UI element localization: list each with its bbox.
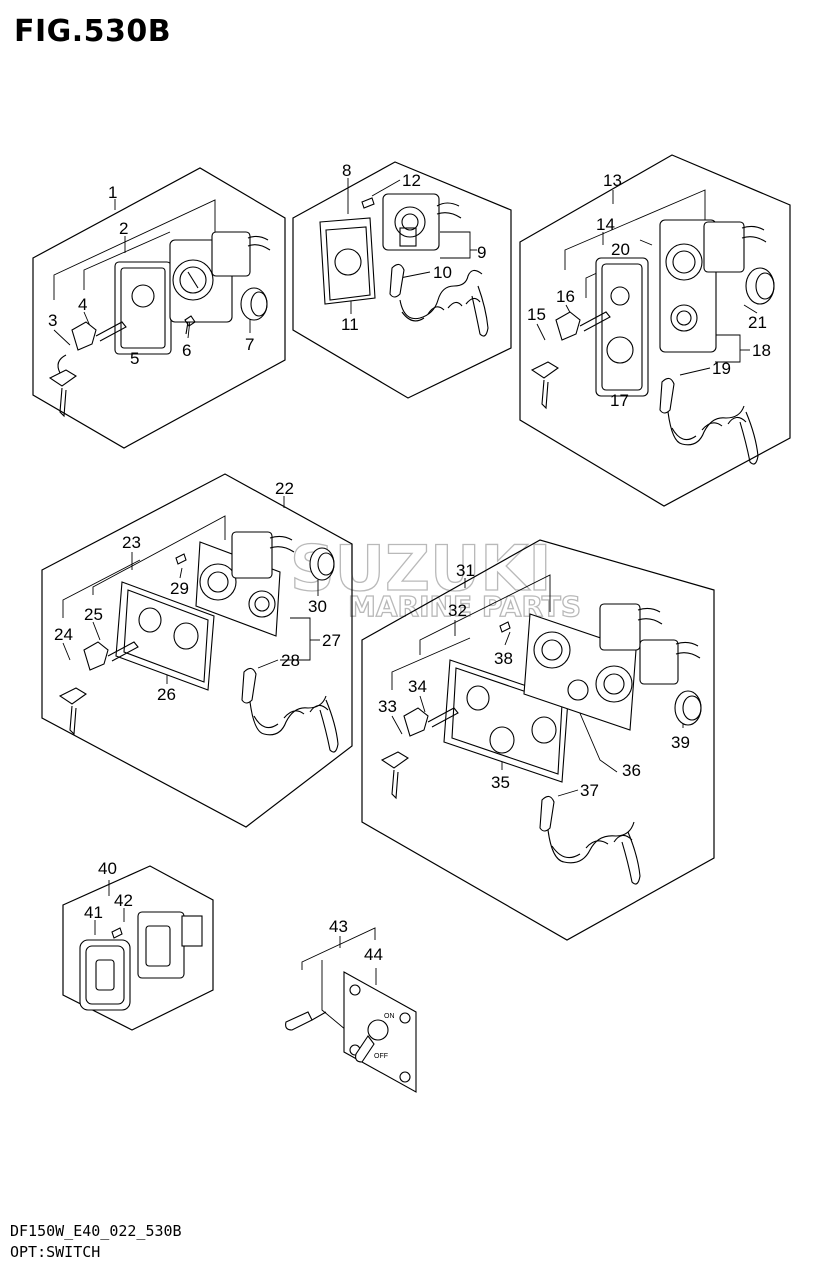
callout-26: 26 <box>157 685 176 704</box>
callout-4: 4 <box>78 295 87 314</box>
diagram-name: OPT:SWITCH <box>10 1243 101 1261</box>
callout-6: 6 <box>182 341 191 360</box>
callout-2: 2 <box>119 219 128 238</box>
callout-36: 36 <box>622 761 641 780</box>
callout-16: 16 <box>556 287 575 306</box>
callout-27: 27 <box>322 631 341 650</box>
callout-9: 9 <box>477 243 486 262</box>
figure-title: FIG.530B <box>14 14 172 49</box>
callout-42: 42 <box>114 891 133 910</box>
callout-5: 5 <box>130 349 139 368</box>
stop-switch-assy-8 <box>319 193 489 337</box>
callout-21: 21 <box>748 313 767 332</box>
switch-on-label: ON <box>384 1013 395 1020</box>
callout-14: 14 <box>596 215 615 234</box>
callout-20: 20 <box>611 240 630 259</box>
group-frame-13 <box>519 154 791 507</box>
callout-7: 7 <box>245 335 254 354</box>
callout-numbers: 1 2 3 4 5 6 7 8 9 10 11 12 13 14 15 16 1… <box>48 161 771 964</box>
callout-39: 39 <box>671 733 690 752</box>
callout-19: 19 <box>712 359 731 378</box>
callout-18: 18 <box>752 341 771 360</box>
switch-off-label: OFF <box>374 1053 388 1060</box>
callout-29: 29 <box>170 579 189 598</box>
callout-17: 17 <box>610 391 629 410</box>
callout-10: 10 <box>433 263 452 282</box>
callout-11: 11 <box>341 315 359 334</box>
dual-switch-assy-13 <box>530 219 775 465</box>
callout-41: 41 <box>84 903 103 922</box>
group-frame-40 <box>62 865 214 1031</box>
callout-30: 30 <box>308 597 327 616</box>
callout-24: 24 <box>54 625 73 644</box>
callout-25: 25 <box>84 605 103 624</box>
triple-switch-assy-31 <box>380 603 702 885</box>
callout-12: 12 <box>402 171 421 190</box>
callout-38: 38 <box>494 649 513 668</box>
group-frame-31 <box>361 539 715 941</box>
callout-1: 1 <box>108 183 117 202</box>
callout-22: 22 <box>275 479 294 498</box>
callout-32: 32 <box>448 601 467 620</box>
callout-15: 15 <box>527 305 546 324</box>
callout-23: 23 <box>122 533 141 552</box>
callout-43: 43 <box>329 917 348 936</box>
callout-13: 13 <box>603 171 622 190</box>
dual-switch-assy-22 <box>58 531 339 753</box>
callout-44: 44 <box>364 945 383 964</box>
group-frame-8 <box>292 161 512 399</box>
callout-37: 37 <box>580 781 599 800</box>
group-frames <box>32 154 791 1031</box>
callout-34: 34 <box>408 677 427 696</box>
diagram-code: DF150W_E40_022_530B <box>10 1222 182 1240</box>
ignition-switch-assy-1 <box>48 231 271 418</box>
group-frame-22 <box>41 473 353 828</box>
group-frame-1 <box>32 167 286 449</box>
callout-35: 35 <box>491 773 510 792</box>
callout-33: 33 <box>378 697 397 716</box>
watermark: SUZUKI MARINE PARTS <box>289 531 581 623</box>
callout-40: 40 <box>98 859 117 878</box>
push-switch-assy-40 <box>79 911 203 1011</box>
toggle-switch-assy-43: ON OFF <box>285 971 417 1093</box>
callout-8: 8 <box>342 161 351 180</box>
callout-28: 28 <box>281 651 300 670</box>
callout-31: 31 <box>456 561 475 580</box>
callout-3: 3 <box>48 311 57 330</box>
